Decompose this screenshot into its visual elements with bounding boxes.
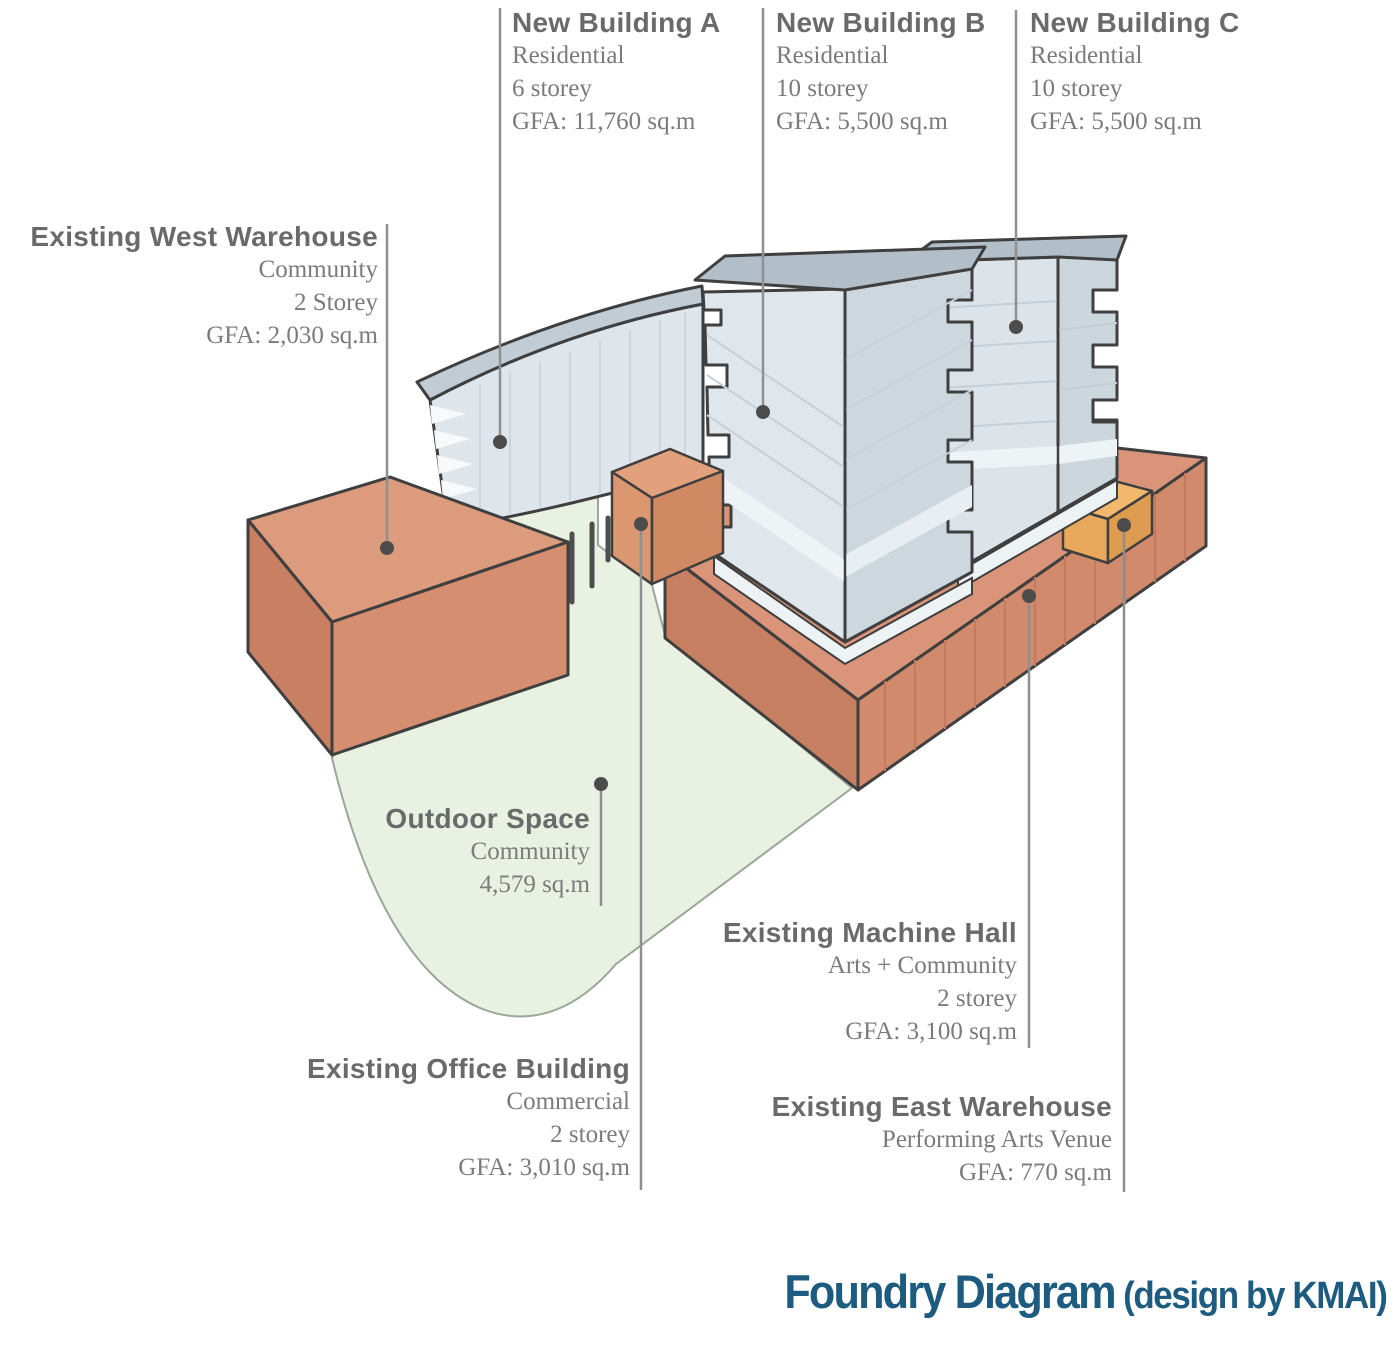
west-warehouse-se-face [330,540,570,757]
label-outdoor-space-area: 4,579 sq.m [479,871,590,898]
tower-b-slab-band-right [845,485,972,577]
dot-machine-hall [1022,589,1036,603]
label-outdoor-space-title: Outdoor Space [385,803,590,834]
label-new-building-b: New Building B Residential 10 storey GFA… [776,6,986,138]
label-new-building-a-use: Residential [512,42,625,69]
label-machine-hall-storeys: 2 storey [937,985,1017,1012]
building-a-top-face [415,284,705,402]
label-existing-west-warehouse: Existing West Warehouse Community 2 Stor… [20,220,378,352]
label-office-building-use: Commercial [506,1088,630,1115]
tower-b-plinth [713,554,973,666]
label-east-warehouse-gfa: GFA: 770 sq.m [958,1159,1112,1186]
label-outdoor-space-use: Community [470,838,590,865]
label-machine-hall-title: Existing Machine Hall [722,917,1017,948]
label-new-building-c-use: Residential [1030,42,1143,69]
label-west-warehouse-gfa: GFA: 2,030 sq.m [206,322,378,349]
label-machine-hall-gfa: GFA: 3,100 sq.m [845,1018,1017,1045]
label-office-building-title: Existing Office Building [307,1053,630,1084]
label-existing-east-warehouse: Existing East Warehouse Performing Arts … [760,1090,1112,1189]
label-new-building-a-title: New Building A [512,7,721,38]
office-building-right-face [650,469,725,586]
label-east-warehouse-title: Existing East Warehouse [771,1091,1112,1122]
label-west-warehouse-use: Community [258,256,378,283]
label-new-building-a-gfa: GFA: 11,760 sq.m [512,108,696,135]
label-new-building-c-title: New Building C [1030,7,1240,38]
label-new-building-b-use: Residential [776,42,889,69]
label-office-building-gfa: GFA: 3,010 sq.m [458,1154,630,1181]
dot-building-b [756,405,770,419]
dot-east-warehouse [1117,518,1131,532]
label-new-building-b-storeys: 10 storey [776,75,869,102]
label-west-warehouse-title: Existing West Warehouse [30,221,378,252]
diagram-title: Foundry Diagram (design by KMAI) [783,1264,1388,1319]
tower-b-floor-lines [706,289,973,511]
tower-b-top-face [693,245,987,292]
dot-building-a [493,435,507,449]
label-machine-hall-use: Arts + Community [827,952,1017,979]
dot-west-warehouse [380,541,394,555]
label-outdoor-space: Outdoor Space Community 4,579 sq.m [280,802,590,901]
dot-building-c [1009,320,1023,334]
diagram-title-credit: (design by KMAI) [1114,1275,1388,1317]
label-new-building-b-title: New Building B [776,7,986,38]
tower-c-right-face [1056,250,1119,514]
label-existing-machine-hall: Existing Machine Hall Arts + Community 2… [660,916,1017,1048]
label-new-building-c: New Building C Residential 10 storey GFA… [1030,6,1240,138]
label-west-warehouse-storeys: 2 Storey [293,289,378,316]
label-new-building-b-gfa: GFA: 5,500 sq.m [776,108,948,135]
label-office-building-storeys: 2 storey [550,1121,630,1148]
leader-lines [385,8,1126,1192]
label-new-building-c-storeys: 10 storey [1030,75,1123,102]
label-existing-office-building: Existing Office Building Commercial 2 st… [280,1052,630,1184]
label-new-building-a-storeys: 6 storey [512,75,592,102]
tower-b-slab-band-left [712,470,845,582]
dot-outdoor-space [594,777,608,791]
label-new-building-c-gfa: GFA: 5,500 sq.m [1030,108,1202,135]
new-building-b-3d [693,245,987,666]
building-a-facade-streaks [479,312,686,521]
label-new-building-a: New Building A Residential 6 storey GFA:… [512,6,721,138]
label-east-warehouse-use: Performing Arts Venue [881,1126,1112,1153]
diagram-title-main: Foundry Diagram [783,1265,1116,1318]
leader-dots [380,320,1131,791]
existing-west-warehouse-3d [246,475,570,757]
dot-office-building [634,517,648,531]
